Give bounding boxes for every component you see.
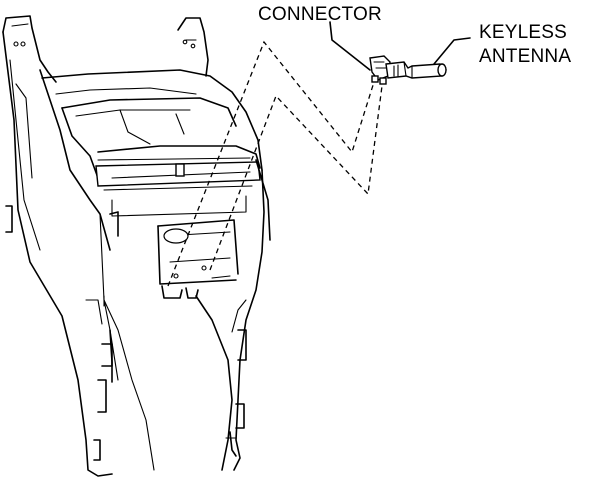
- keyless-antenna: [385, 61, 447, 79]
- connector: [369, 55, 391, 85]
- connector-label: CONNECTOR: [258, 4, 382, 25]
- leader-lines: [329, 21, 471, 71]
- antenna-routing-lines: [167, 40, 383, 287]
- center-console: [2, 15, 271, 477]
- keyless-antenna-label-line1: KEYLESS: [479, 22, 568, 43]
- keyless-antenna-label-line2: ANTENNA: [479, 46, 572, 67]
